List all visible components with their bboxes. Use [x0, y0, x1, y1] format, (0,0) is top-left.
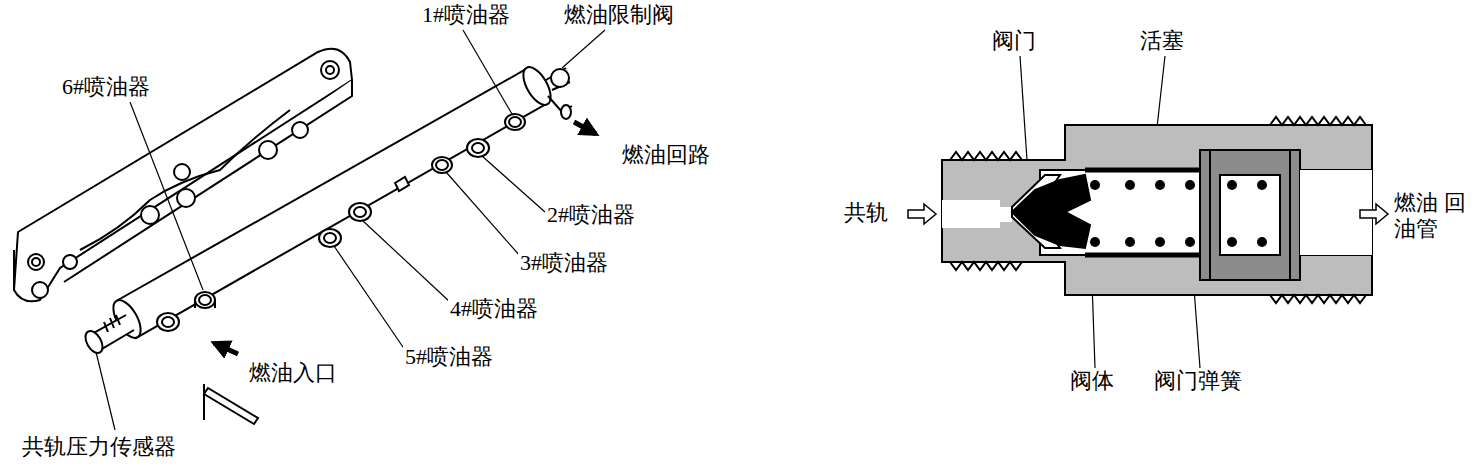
callout-label: 阀门弹簧	[1152, 368, 1244, 394]
bolt	[204, 384, 258, 424]
callout-label: 阀体	[1068, 368, 1116, 394]
callout-label: 共轨	[842, 200, 890, 226]
flow-arrow	[1360, 204, 1388, 224]
callout-label: 共轨压力传感器	[20, 434, 178, 460]
callout-label: 燃油限制阀	[562, 2, 676, 28]
valve-section	[942, 117, 1372, 303]
callout-label: 燃油回路	[620, 142, 712, 168]
callout-label: 5#喷油器	[403, 344, 495, 370]
callout-label: 2#喷油器	[545, 202, 637, 228]
callout-label: 4#喷油器	[448, 296, 540, 322]
valve-spring	[1090, 180, 1267, 247]
callout-label: 阀门	[990, 28, 1038, 54]
callout-label: 燃油 回油管	[1392, 190, 1468, 243]
flow-arrow	[908, 204, 936, 224]
callout-label: 1#喷油器	[420, 2, 512, 28]
callout-label: 3#喷油器	[518, 250, 610, 276]
leader-lines	[96, 30, 1200, 430]
flow-arrow	[214, 343, 238, 354]
callout-label: 6#喷油器	[60, 74, 152, 100]
common-rail	[82, 63, 572, 356]
flow-arrow	[574, 122, 596, 134]
callout-label: 燃油入口	[247, 360, 339, 386]
callout-label: 活塞	[1138, 28, 1186, 54]
